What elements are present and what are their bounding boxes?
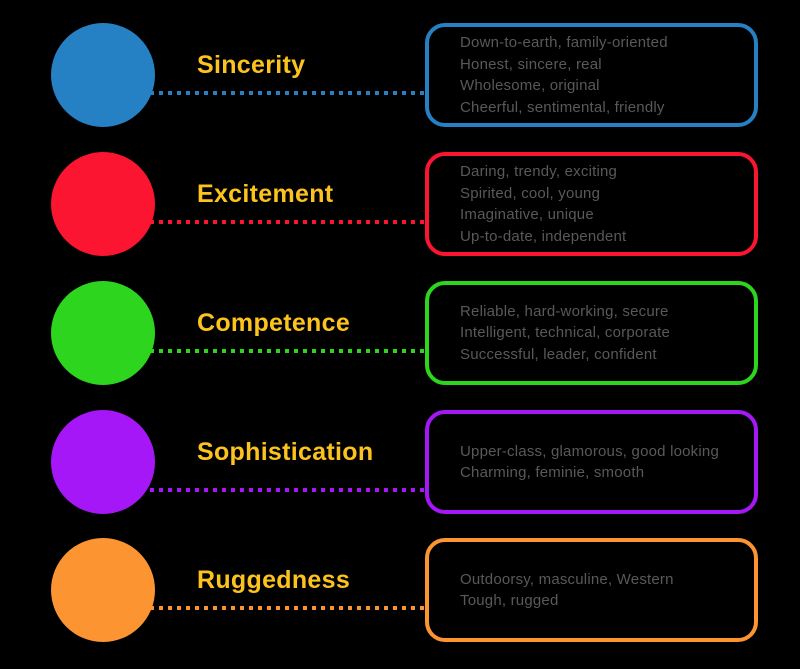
trait-line: Honest, sincere, real: [460, 55, 602, 73]
traits-box: Down-to-earth, family-oriented Honest, s…: [425, 23, 758, 127]
connector-dotted-line: [150, 349, 426, 353]
connector-dotted-line: [150, 488, 426, 492]
trait-line: Outdoorsy, masculine, Western: [460, 570, 674, 588]
dimension-label: Sincerity: [197, 51, 306, 79]
dimension-label: Ruggedness: [197, 566, 351, 594]
row-excitement: Excitement Daring, trendy, exciting Spir…: [0, 152, 800, 256]
excitement-circle: [51, 152, 155, 256]
sophistication-circle: [51, 410, 155, 514]
row-competence: Competence Reliable, hard-working, secur…: [0, 281, 800, 385]
trait-line: Spirited, cool, young: [460, 184, 601, 202]
connector-dotted-line: [150, 606, 426, 610]
dimension-label: Sophistication: [197, 438, 374, 466]
trait-line: Charming, feminie, smooth: [460, 464, 645, 481]
trait-line: Up-to-date, independent: [460, 227, 627, 245]
trait-line: Imaginative, unique: [460, 206, 594, 223]
dimension-label: Excitement: [197, 180, 334, 208]
row-ruggedness: Ruggedness Outdoorsy, masculine, Western…: [0, 538, 800, 642]
traits-box: Upper-class, glamorous, good looking Cha…: [425, 410, 758, 514]
trait-line: Tough, rugged: [460, 592, 559, 609]
trait-line: Intelligent, technical, corporate: [460, 324, 671, 342]
trait-line: Successful, leader, confident: [460, 345, 657, 363]
traits-box: Daring, trendy, exciting Spirited, cool,…: [425, 152, 758, 256]
trait-line: Down-to-earth, family-oriented: [460, 34, 668, 51]
trait-line: Upper-class, glamorous, good looking: [460, 442, 719, 460]
trait-line: Reliable, hard-working, secure: [460, 302, 669, 320]
trait-line: Wholesome, original: [460, 77, 600, 94]
traits-box: Outdoorsy, masculine, Western Tough, rug…: [425, 538, 758, 642]
sincerity-circle: [51, 23, 155, 127]
row-sincerity: Sincerity Down-to-earth, family-oriented…: [0, 23, 800, 127]
connector-dotted-line: [150, 91, 426, 95]
row-sophistication: Sophistication Upper-class, glamorous, g…: [0, 410, 800, 514]
competence-circle: [51, 281, 155, 385]
dimension-label: Competence: [197, 309, 351, 337]
ruggedness-circle: [51, 538, 155, 642]
trait-line: Cheerful, sentimental, friendly: [460, 98, 665, 116]
trait-line: Daring, trendy, exciting: [460, 163, 618, 180]
traits-box: Reliable, hard-working, secure Intellige…: [425, 281, 758, 385]
connector-dotted-line: [150, 220, 426, 224]
